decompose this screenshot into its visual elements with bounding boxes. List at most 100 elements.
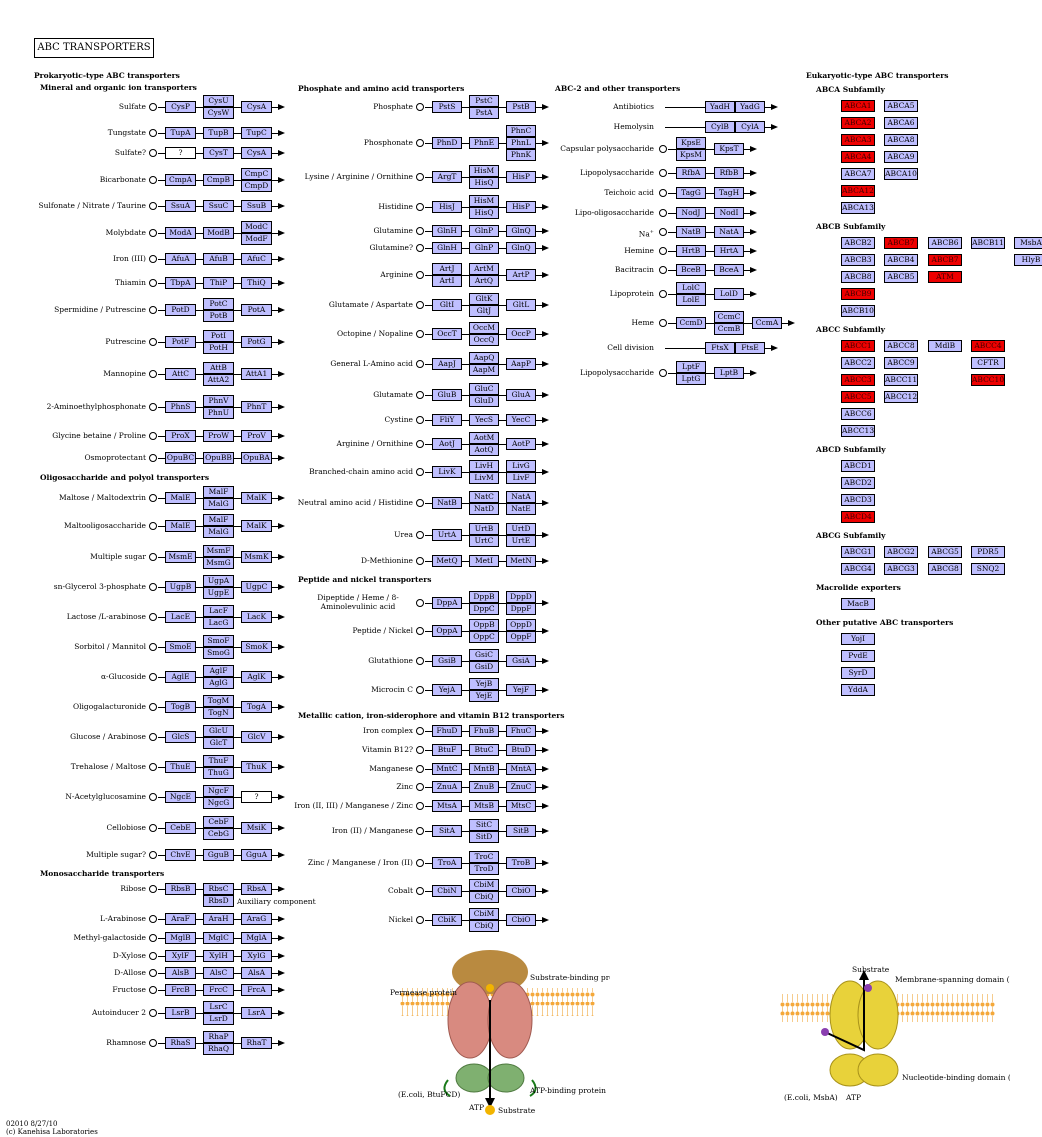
gene-box-abcb4[interactable]: ABCB4 bbox=[884, 254, 918, 266]
gene-box-trob[interactable]: TroB bbox=[506, 857, 536, 869]
substrate-node[interactable] bbox=[416, 859, 424, 867]
substrate-node[interactable] bbox=[416, 827, 424, 835]
substrate-node[interactable] bbox=[416, 330, 424, 338]
gene-box-abcb10[interactable]: ABCB10 bbox=[841, 305, 875, 317]
gene-box-rfba[interactable]: RfbA bbox=[676, 167, 706, 179]
substrate-node[interactable] bbox=[659, 228, 667, 236]
substrate-node[interactable] bbox=[149, 934, 157, 942]
gene-box-ggub[interactable]: GguB bbox=[203, 849, 234, 861]
gene-box-modf[interactable]: ModF bbox=[241, 233, 272, 245]
gene-box-lacg[interactable]: LacG bbox=[203, 617, 234, 629]
gene-box-cbim[interactable]: CbiM bbox=[469, 879, 499, 891]
gene-box-fhub[interactable]: FhuB bbox=[469, 725, 499, 737]
gene-box-alsa[interactable]: AlsA bbox=[241, 967, 272, 979]
gene-box-thiq[interactable]: ThiQ bbox=[241, 277, 272, 289]
gene-box-ccmd[interactable]: CcmD bbox=[676, 317, 706, 329]
gene-box-oppc[interactable]: OppC bbox=[469, 631, 499, 643]
gene-box-aglg[interactable]: AglG bbox=[203, 677, 234, 689]
gene-box-msme[interactable]: MsmE bbox=[165, 551, 196, 563]
gene-box-abcb6[interactable]: ABCB6 bbox=[928, 237, 962, 249]
gene-box-mgla[interactable]: MglA bbox=[241, 932, 272, 944]
gene-box-malf[interactable]: MalF bbox=[203, 514, 234, 526]
gene-box-cysu[interactable]: CysU bbox=[203, 95, 234, 107]
gene-box-aotm[interactable]: AotM bbox=[469, 432, 499, 444]
gene-box-cmpd[interactable]: CmpD bbox=[241, 180, 272, 192]
gene-box-argt[interactable]: ArgT bbox=[432, 171, 462, 183]
gene-box-attb[interactable]: AttB bbox=[203, 362, 234, 374]
gene-box-tagg[interactable]: TagG bbox=[676, 187, 706, 199]
gene-box-mglb[interactable]: MglB bbox=[165, 932, 196, 944]
gene-box-abcb5[interactable]: ABCB5 bbox=[884, 271, 918, 283]
gene-box-fhud[interactable]: FhuD bbox=[432, 725, 462, 737]
gene-box-lptb[interactable]: LptB bbox=[714, 367, 744, 379]
gene-box-kpst[interactable]: KpsT bbox=[714, 143, 744, 155]
gene-box-occm[interactable]: OccM bbox=[469, 322, 499, 334]
gene-box-yoji[interactable]: YojI bbox=[841, 633, 875, 645]
gene-box-smoe[interactable]: SmoE bbox=[165, 641, 196, 653]
gene-box-natd[interactable]: NatD bbox=[469, 503, 499, 515]
substrate-node[interactable] bbox=[149, 553, 157, 561]
gene-box-cysw[interactable]: CysW bbox=[203, 107, 234, 119]
substrate-node[interactable] bbox=[149, 149, 157, 157]
substrate-node[interactable] bbox=[416, 657, 424, 665]
gene-box-tupc[interactable]: TupC bbox=[241, 127, 272, 139]
gene-box-pota[interactable]: PotA bbox=[241, 304, 272, 316]
substrate-node[interactable] bbox=[659, 189, 667, 197]
gene-box-aapj[interactable]: AapJ bbox=[432, 358, 462, 370]
substrate-node[interactable] bbox=[416, 916, 424, 924]
gene-box-mtsc[interactable]: MtsC bbox=[506, 800, 536, 812]
gene-box-abcg4[interactable]: ABCG4 bbox=[841, 563, 875, 575]
gene-box-hlyb[interactable]: HlyB bbox=[1014, 254, 1042, 266]
substrate-node[interactable] bbox=[416, 783, 424, 791]
gene-box-lsrc[interactable]: LsrC bbox=[203, 1001, 234, 1013]
substrate-node[interactable] bbox=[149, 703, 157, 711]
gene-box-smof[interactable]: SmoF bbox=[203, 635, 234, 647]
gene-box-potd[interactable]: PotD bbox=[165, 304, 196, 316]
substrate-node[interactable] bbox=[149, 1009, 157, 1017]
substrate-node[interactable] bbox=[149, 583, 157, 591]
gene-box-abcd4[interactable]: ABCD4 bbox=[841, 511, 875, 523]
gene-box-cebg[interactable]: CebG bbox=[203, 828, 234, 840]
gene-box-aotq[interactable]: AotQ bbox=[469, 444, 499, 456]
gene-box-abcg1[interactable]: ABCG1 bbox=[841, 546, 875, 558]
substrate-node[interactable] bbox=[149, 202, 157, 210]
gene-box-phns[interactable]: PhnS bbox=[165, 401, 196, 413]
substrate-node[interactable] bbox=[149, 403, 157, 411]
substrate-node[interactable] bbox=[149, 763, 157, 771]
gene-box-yejf[interactable]: YejF bbox=[506, 684, 536, 696]
gene-box-malf[interactable]: MalF bbox=[203, 486, 234, 498]
gene-box-abcb11[interactable]: ABCB11 bbox=[971, 237, 1005, 249]
gene-box-thuk[interactable]: ThuK bbox=[241, 761, 272, 773]
gene-box-pstc[interactable]: PstC bbox=[469, 95, 499, 107]
gene-box-lacf[interactable]: LacF bbox=[203, 605, 234, 617]
gene-box-potb[interactable]: PotB bbox=[203, 310, 234, 322]
substrate-node[interactable] bbox=[149, 255, 157, 263]
gene-box-psts[interactable]: PstS bbox=[432, 101, 462, 113]
gene-box-troc[interactable]: TroC bbox=[469, 851, 499, 863]
gene-box-mntc[interactable]: MntC bbox=[432, 763, 462, 775]
gene-box-thue[interactable]: ThuE bbox=[165, 761, 196, 773]
gene-box-thug[interactable]: ThuG bbox=[203, 767, 234, 779]
substrate-node[interactable] bbox=[416, 360, 424, 368]
gene-box-aglk[interactable]: AglK bbox=[241, 671, 272, 683]
gene-box-abca9[interactable]: ABCA9 bbox=[884, 151, 918, 163]
substrate-node[interactable] bbox=[149, 129, 157, 137]
gene-box-potg[interactable]: PotG bbox=[241, 336, 272, 348]
gene-box-thuf[interactable]: ThuF bbox=[203, 755, 234, 767]
gene-box-abca3[interactable]: ABCA3 bbox=[841, 134, 875, 146]
gene-box-cysa[interactable]: CysA bbox=[241, 101, 272, 113]
substrate-node[interactable] bbox=[149, 733, 157, 741]
gene-box-ugpa[interactable]: UgpA bbox=[203, 575, 234, 587]
gene-box-yadg[interactable]: YadG bbox=[735, 101, 765, 113]
gene-box-opuba[interactable]: OpuBA bbox=[241, 452, 272, 464]
substrate-node[interactable] bbox=[149, 824, 157, 832]
gene-box-agle[interactable]: AglE bbox=[165, 671, 196, 683]
gene-box-msmf[interactable]: MsmF bbox=[203, 545, 234, 557]
gene-box-prox[interactable]: ProX bbox=[165, 430, 196, 442]
gene-box-znua[interactable]: ZnuA bbox=[432, 781, 462, 793]
gene-box-tagh[interactable]: TagH bbox=[714, 187, 744, 199]
gene-box-hrtb[interactable]: HrtB bbox=[676, 245, 706, 257]
gene-box-ydda[interactable]: YddA bbox=[841, 684, 875, 696]
gene-box-lace[interactable]: LacE bbox=[165, 611, 196, 623]
gene-box-abca7[interactable]: ABCA7 bbox=[841, 168, 875, 180]
